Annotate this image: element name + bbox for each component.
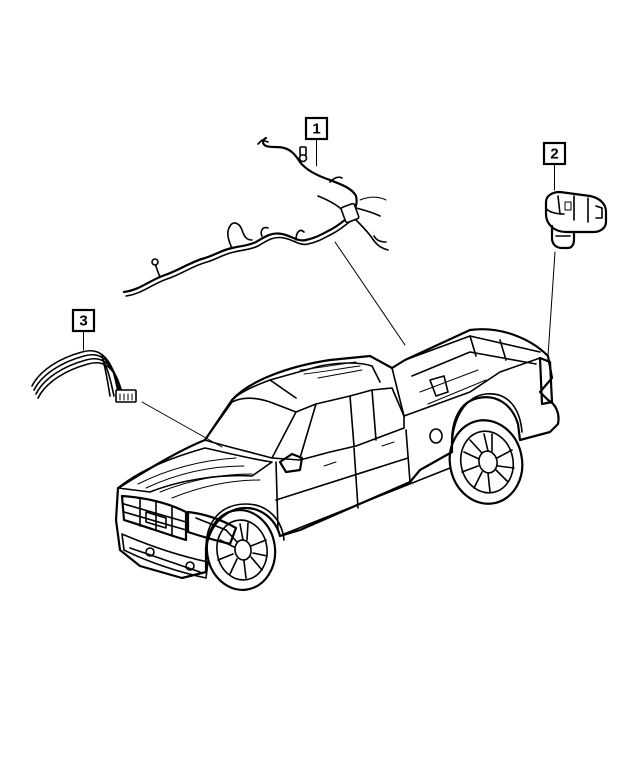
pickup-truck-illustration [114,328,560,591]
leader-1-bottom [334,241,406,346]
callout-2-label: 2 [550,146,558,163]
callout-3-label: 3 [79,313,87,330]
callout-1-label: 1 [312,121,320,138]
callout-2[interactable]: 2 [542,141,567,166]
callout-1[interactable]: 1 [304,116,329,141]
callout-3[interactable]: 3 [71,308,96,333]
wiring-harness-part-1[interactable] [122,136,389,297]
truck-body-outline [114,328,560,580]
leader-2-bottom [547,251,556,357]
hood-jumper-wiring-part-3[interactable] [31,349,137,403]
leader-3-bottom [141,401,223,448]
tail-lamp-socket-part-2[interactable] [544,190,608,250]
rear-wheel [448,419,524,505]
